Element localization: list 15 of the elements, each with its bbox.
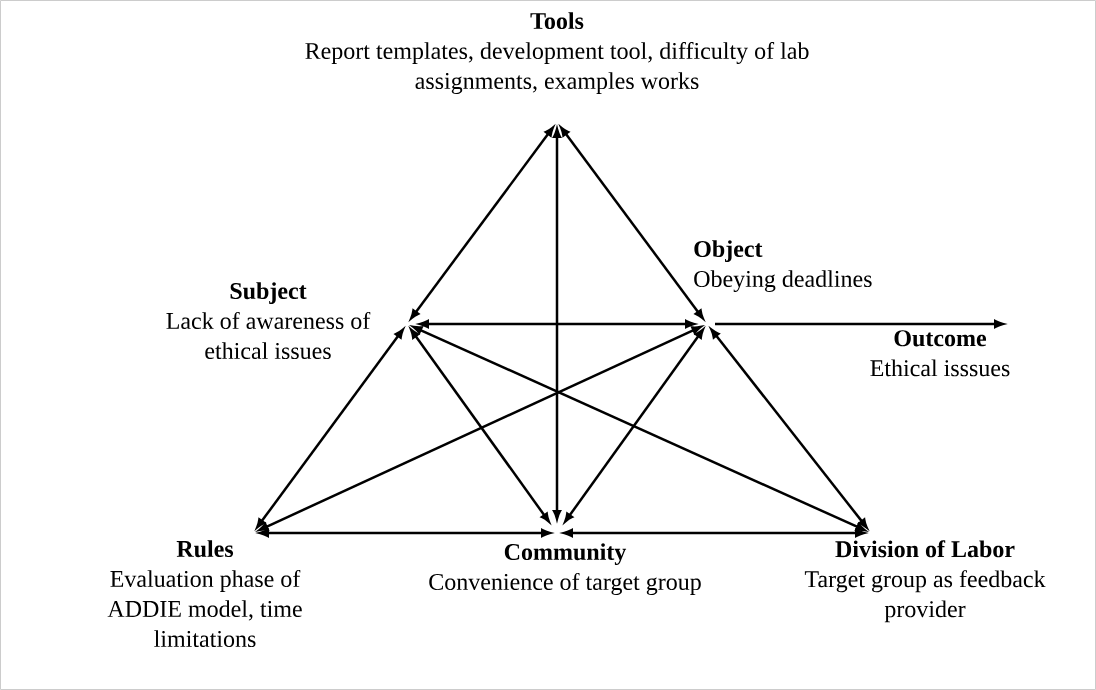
- arrow: [564, 328, 704, 523]
- element-label: Community Convenience of target group: [429, 543, 701, 595]
- arrow: [710, 328, 868, 529]
- arrow: [560, 126, 704, 320]
- element-label: Outcome Ethical isssues: [870, 330, 1010, 377]
- element-label: Division of Labor Target group as feedback provider: [804, 540, 1046, 623]
- element-label: Rules Evaluation phase of ADDIE model, time limitations: [107, 540, 302, 648]
- element-label: Subject Lack of awareness of ethical issues: [166, 282, 371, 360]
- arrow: [410, 126, 554, 320]
- arrow: [256, 328, 404, 529]
- element-label: Tools Report templates, development tool, difficulty of lab assignments, examples works: [305, 12, 809, 94]
- arrow: [410, 328, 550, 523]
- arrow: [412, 325, 866, 532]
- arrow: [258, 325, 702, 532]
- element-label: Object Obeying deadlines: [694, 240, 872, 292]
